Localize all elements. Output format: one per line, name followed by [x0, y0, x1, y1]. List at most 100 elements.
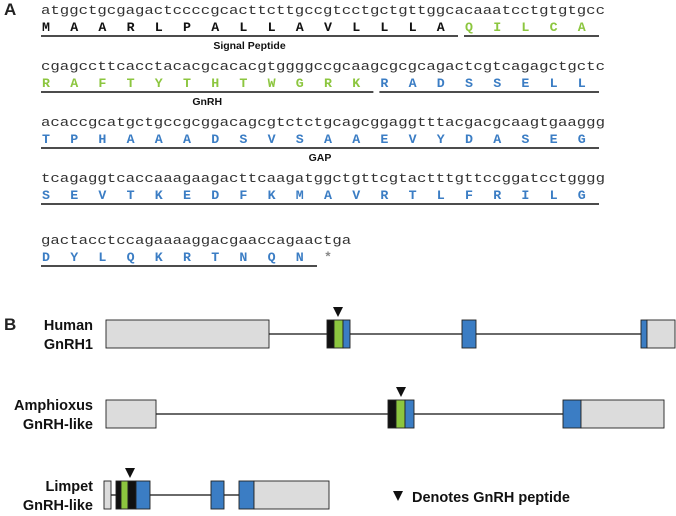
amino-acid: A [352, 132, 360, 147]
gene-name-line1: Limpet [45, 479, 93, 495]
amino-acid: A [70, 76, 78, 91]
exon-utr [646, 319, 676, 349]
amino-acid: N [296, 250, 304, 265]
amino-acid: A [409, 76, 417, 91]
panel-b-gene-structures: HumanGnRH1AmphioxusGnRH-likeLimpetGnRH-l… [14, 307, 676, 514]
exon-coding [404, 399, 415, 429]
region-label: GAP [309, 152, 332, 164]
legend: Denotes GnRH peptide [393, 490, 570, 506]
amino-acid: V [324, 20, 332, 35]
legend-triangle-icon [393, 491, 403, 501]
amino-acid: E [70, 188, 78, 203]
amino-acid: N [239, 250, 247, 265]
amino-acid: V [98, 188, 106, 203]
amino-acid: A [493, 132, 501, 147]
amino-acid: L [239, 20, 247, 35]
amino-acid: G [578, 132, 586, 147]
amino-acid: L [98, 250, 106, 265]
gene-name-line2: GnRH-like [23, 417, 93, 433]
amino-acid: D [465, 132, 473, 147]
gnrh-marker-triangle-icon [125, 468, 135, 478]
amino-acid: C [550, 20, 558, 35]
gene-name-line1: Human [44, 318, 93, 334]
amino-acid: D [42, 250, 50, 265]
amino-acid: G [296, 76, 304, 91]
amino-acid: A [578, 20, 586, 35]
amino-acid: A [98, 20, 106, 35]
amino-acid: R [493, 188, 501, 203]
exon-utr [580, 399, 665, 429]
legend-text: Denotes GnRH peptide [412, 490, 570, 506]
amino-acid: T [239, 76, 247, 91]
amino-acid: L [578, 76, 586, 91]
amino-acid: D [211, 132, 219, 147]
amino-acid: V [268, 132, 276, 147]
amino-acid: S [465, 76, 473, 91]
amino-acid: T [127, 76, 135, 91]
amino-acid: G [578, 188, 586, 203]
exon-gnrh [395, 399, 406, 429]
amino-acid: L [409, 20, 417, 35]
amino-acid: M [42, 20, 50, 35]
amino-acid: A [155, 132, 163, 147]
gene-name-line2: GnRH1 [44, 337, 93, 353]
amino-acid: Q [268, 250, 276, 265]
amino-acid: A [211, 20, 219, 35]
amino-acid: L [550, 188, 558, 203]
amino-acid: F [98, 76, 106, 91]
amino-acid: A [324, 188, 332, 203]
amino-acid: A [324, 132, 332, 147]
amino-acid: I [521, 188, 529, 203]
amino-acid: R [380, 76, 388, 91]
amino-acid: K [155, 250, 163, 265]
amino-acid: E [380, 132, 388, 147]
amino-acid: Q [465, 20, 473, 35]
amino-acid: P [70, 132, 78, 147]
exon-utr [105, 399, 157, 429]
amino-acid: M [296, 188, 304, 203]
amino-acid: A [127, 132, 135, 147]
amino-acid: T [409, 188, 417, 203]
amino-acid: A [296, 20, 304, 35]
amino-acid: E [550, 132, 558, 147]
exon-coding [135, 480, 151, 510]
amino-acid: R [324, 76, 332, 91]
amino-acid: T [211, 250, 219, 265]
exon-gnrh [333, 319, 344, 349]
amino-acid: Y [70, 250, 78, 265]
region-label: GnRH [192, 96, 222, 108]
amino-acid: L [155, 20, 163, 35]
amino-acid: L [550, 76, 558, 91]
exon-coding [640, 319, 648, 349]
amino-acid: A [70, 20, 78, 35]
exon-signal [387, 399, 397, 429]
exon-coding [461, 319, 477, 349]
amino-acid: L [380, 20, 388, 35]
amino-acid: W [268, 76, 276, 91]
amino-acid: V [352, 188, 360, 203]
amino-acid: H [211, 76, 219, 91]
amino-acid: L [352, 20, 360, 35]
exon-signal [326, 319, 335, 349]
gene-name-line1: Amphioxus [14, 398, 93, 414]
exon-coding [342, 319, 351, 349]
exon-coding [210, 480, 225, 510]
amino-acid: P [183, 20, 191, 35]
dna-sequence-row: acaccgcatgctgccgcggacagcgtctctgcagcggagg… [41, 115, 605, 130]
exon-utr [253, 480, 330, 510]
amino-acid: A [437, 20, 445, 35]
amino-acid: K [268, 188, 276, 203]
panel-a-label: A [4, 0, 16, 19]
dna-sequence-row: cgagccttcacctacacgcacacgtggggccgcaagcgcg… [41, 59, 605, 74]
amino-acid: V [409, 132, 417, 147]
amino-acid: F [465, 188, 473, 203]
amino-acid: Y [155, 76, 163, 91]
exon-coding [238, 480, 255, 510]
amino-acid: S [42, 188, 50, 203]
amino-acid: * [324, 250, 332, 265]
amino-acid: R [183, 250, 191, 265]
